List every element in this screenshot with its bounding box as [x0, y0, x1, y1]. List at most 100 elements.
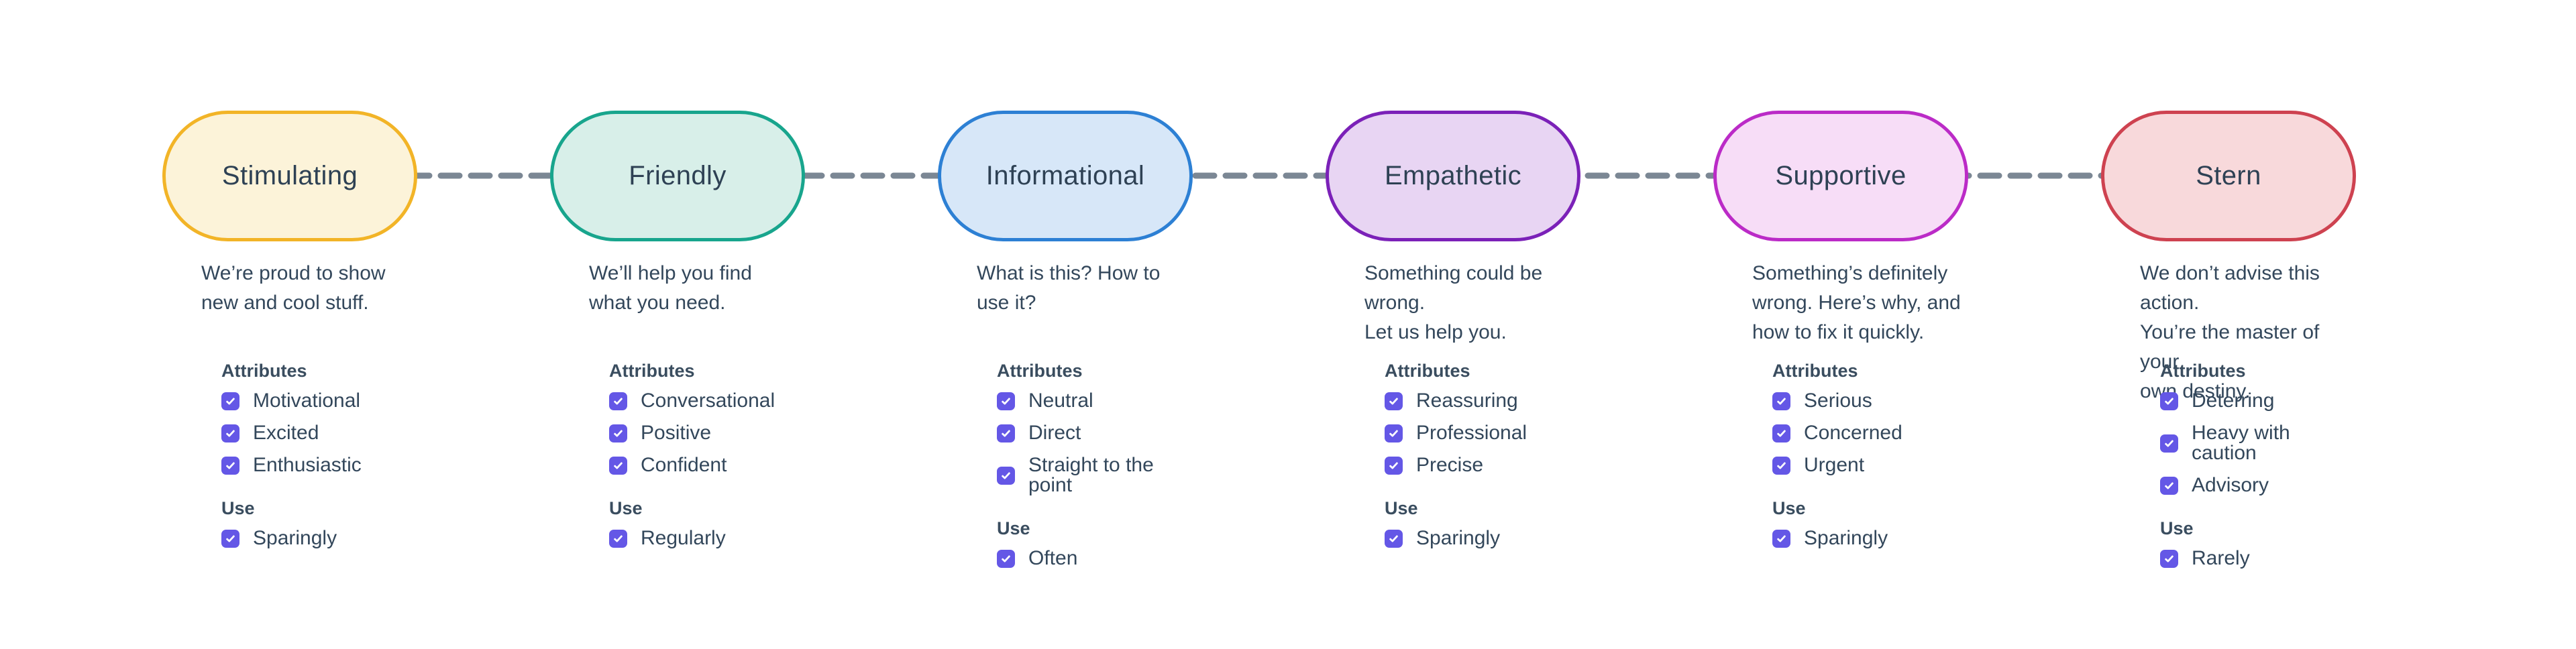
attribute-label: Concerned [1804, 422, 1902, 444]
use-value-label: Sparingly [1416, 527, 1501, 549]
attribute-row: Direct [997, 423, 1193, 443]
checked-checkbox[interactable] [221, 529, 239, 548]
check-icon [1002, 472, 1010, 479]
attribute-label: Deterring [2192, 390, 2275, 412]
attribute-label: Direct [1028, 422, 1081, 444]
tone-description: We’re proud to show new and cool stuff. [201, 262, 386, 314]
checked-checkbox[interactable] [2160, 549, 2178, 568]
checked-checkbox[interactable] [609, 424, 627, 442]
attributes-label: Attributes [997, 361, 1083, 381]
check-icon [1389, 430, 1398, 436]
checked-checkbox[interactable] [609, 392, 627, 410]
attribute-row: Reassuring [1385, 391, 1580, 411]
checked-checkbox[interactable] [221, 456, 239, 475]
attribute-label: Advisory [2192, 474, 2269, 496]
use-row: Sparingly [1385, 528, 1580, 548]
checked-checkbox[interactable] [1772, 456, 1790, 475]
checked-checkbox[interactable] [1385, 392, 1403, 410]
check-icon [614, 535, 623, 542]
use-row: Rarely [2160, 548, 2356, 569]
checked-checkbox[interactable] [609, 529, 627, 548]
check-icon [1002, 430, 1010, 436]
checked-checkbox[interactable] [997, 466, 1015, 485]
attributes-label: Attributes [1772, 361, 1858, 381]
checked-checkbox[interactable] [1385, 456, 1403, 475]
tone-pill-label: Friendly [629, 161, 727, 190]
attribute-row: Neutral [997, 391, 1193, 411]
tone-column: Friendly We’ll help you find what you ne… [550, 111, 805, 581]
tone-column: Stimulating We’re proud to show new and … [162, 111, 417, 581]
attribute-row: Concerned [1772, 423, 1968, 443]
checked-checkbox[interactable] [609, 456, 627, 475]
attribute-row: Serious [1772, 391, 1968, 411]
tone-description: What is this? How to use it? [977, 262, 1161, 314]
tone-column: Empathetic Something could be wrong. Let… [1326, 111, 1580, 581]
check-icon [1389, 462, 1398, 469]
checked-checkbox[interactable] [221, 392, 239, 410]
checked-checkbox[interactable] [1772, 392, 1790, 410]
tone-pill-label: Stern [2196, 161, 2261, 190]
use-row: Often [997, 548, 1193, 569]
checked-checkbox[interactable] [1385, 529, 1403, 548]
checked-checkbox[interactable] [1772, 424, 1790, 442]
check-icon [2165, 440, 2174, 447]
attribute-label: Straight to the point [1028, 454, 1154, 496]
checked-checkbox[interactable] [2160, 434, 2178, 453]
tone-column: Supportive Something’s definitely wrong.… [1713, 111, 1968, 581]
checked-checkbox[interactable] [997, 392, 1015, 410]
attribute-row: Precise [1385, 455, 1580, 475]
attribute-label: Confident [641, 454, 727, 476]
checked-checkbox[interactable] [2160, 392, 2178, 410]
attributes-label: Attributes [2160, 361, 2246, 381]
attribute-row: Excited [221, 423, 417, 443]
attribute-row: Confident [609, 455, 805, 475]
check-icon [2165, 555, 2174, 562]
attribute-label: Conversational [641, 390, 775, 412]
attribute-row: Urgent [1772, 455, 1968, 475]
check-icon [1002, 555, 1010, 562]
attributes-label: Attributes [221, 361, 307, 381]
tone-pill: Stern [2101, 111, 2356, 241]
attribute-row: Advisory [2160, 475, 2356, 495]
attribute-row: Heavy with caution [2160, 423, 2356, 463]
use-value-label: Sparingly [253, 527, 337, 549]
tone-pill-label: Empathetic [1384, 161, 1522, 190]
use-label: Use [2160, 518, 2194, 538]
checked-checkbox[interactable] [997, 549, 1015, 568]
attribute-row: Enthusiastic [221, 455, 417, 475]
tone-column: Stern We don’t advise this action. You’r… [2101, 111, 2356, 581]
tone-pill: Informational [938, 111, 1193, 241]
tone-pill: Stimulating [162, 111, 417, 241]
use-row: Sparingly [1772, 528, 1968, 548]
tone-pill-label: Stimulating [221, 161, 358, 190]
use-row: Regularly [609, 528, 805, 548]
check-icon [226, 430, 235, 436]
use-row: Sparingly [221, 528, 417, 548]
attribute-label: Excited [253, 422, 319, 444]
use-label: Use [221, 498, 255, 518]
check-icon [1777, 430, 1786, 436]
tone-column: Informational What is this? How to use i… [938, 111, 1193, 581]
use-label: Use [609, 498, 643, 518]
checked-checkbox[interactable] [1772, 529, 1790, 548]
attributes-label: Attributes [1385, 361, 1470, 381]
checked-checkbox[interactable] [1385, 424, 1403, 442]
attribute-row: Motivational [221, 391, 417, 411]
attribute-row: Professional [1385, 423, 1580, 443]
tone-pill: Friendly [550, 111, 805, 241]
check-icon [226, 398, 235, 404]
tone-details: Attributes Reassuring Professional Preci… [1385, 361, 1580, 560]
tone-details: Attributes Serious Concerned Urgent Use … [1772, 361, 1968, 560]
use-label: Use [1772, 498, 1806, 518]
tone-description: We don’t advise this action. You’re the … [2140, 262, 2320, 402]
check-icon [1777, 398, 1786, 404]
checked-checkbox[interactable] [2160, 476, 2178, 495]
attribute-label: Urgent [1804, 454, 1865, 476]
checked-checkbox[interactable] [221, 424, 239, 442]
checked-checkbox[interactable] [997, 424, 1015, 442]
tone-details: Attributes Deterring Heavy with caution … [2160, 361, 2356, 581]
check-icon [226, 535, 235, 542]
tone-pill-label: Supportive [1775, 161, 1907, 190]
tones-row: Stimulating We’re proud to show new and … [162, 111, 2356, 581]
tone-pill-label: Informational [985, 161, 1145, 190]
